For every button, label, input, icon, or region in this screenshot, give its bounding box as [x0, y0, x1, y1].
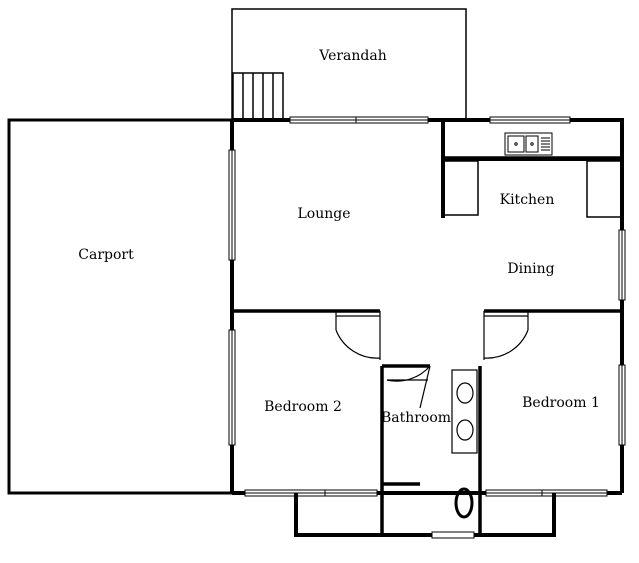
- bedroom1-label: Bedroom 1: [522, 395, 600, 411]
- kitchen-label: Kitchen: [500, 192, 555, 208]
- windows: [228, 116, 626, 497]
- kitchen-walls: [441, 120, 622, 218]
- kitchen-benches: [445, 160, 620, 218]
- bathroom-label: Bathroom: [381, 410, 451, 426]
- toilet-icon: [454, 487, 474, 519]
- carport: [7, 118, 234, 495]
- bedroom1-door: [483, 311, 529, 360]
- bedroom2-door: [335, 311, 381, 360]
- rear-extension: [294, 493, 556, 537]
- sink-icon: [504, 132, 553, 156]
- vanity-basins-icon: [451, 369, 478, 454]
- bathroom-window: [431, 531, 475, 539]
- dining-label: Dining: [507, 261, 554, 277]
- verandah-label: Verandah: [318, 48, 387, 64]
- verandah: [231, 8, 467, 120]
- carport-label: Carport: [78, 247, 134, 263]
- bedroom2-label: Bedroom 2: [264, 399, 342, 415]
- bathroom-door: [386, 365, 431, 409]
- verandah-steps: [232, 72, 284, 121]
- interior-walls: [232, 309, 622, 535]
- lounge-label: Lounge: [297, 206, 350, 222]
- exterior-walls: [230, 118, 624, 495]
